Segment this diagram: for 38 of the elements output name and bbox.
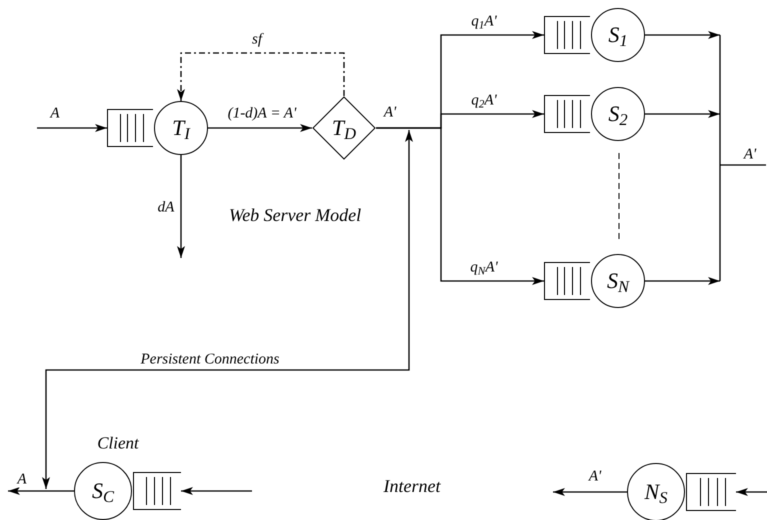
decision-diamond	[312, 96, 376, 160]
arrow	[376, 127, 544, 285]
edge-label: sf	[251, 32, 263, 48]
node-label: S$_{1}$	[608, 24, 628, 46]
node-label: T$_{D}$	[332, 117, 356, 139]
arrow	[177, 155, 185, 258]
queue-box	[686, 473, 736, 511]
edge-label: q$_{1}$A'	[470, 14, 498, 30]
edge-label: (1-d)A = A'	[226, 106, 298, 122]
arrow	[208, 124, 312, 132]
node-label: S$_{C}$	[92, 480, 114, 502]
text-label: A'	[744, 148, 756, 162]
arrow	[181, 487, 252, 495]
edge-label: q$_{2}$A'	[470, 94, 498, 108]
text-label: Web Server Model	[228, 206, 362, 224]
arrow	[645, 110, 720, 118]
arrow	[553, 488, 627, 496]
text-label: A'	[384, 106, 396, 120]
node-label: S$_{N}$	[606, 270, 629, 292]
queue-box	[133, 472, 181, 510]
queue-box	[544, 16, 590, 54]
arrow	[645, 31, 720, 39]
node-label: T$_{I}$	[172, 117, 190, 139]
arrow	[42, 130, 413, 489]
arrow	[645, 277, 720, 285]
node-label: N$_{S}$	[644, 481, 668, 503]
queue-box	[544, 95, 590, 133]
queue-box	[544, 262, 590, 300]
text-label: Internet	[384, 477, 440, 495]
arrow	[177, 52, 345, 101]
edge-label: q$_{N}$A'	[469, 260, 499, 276]
edge-label: A	[16, 472, 28, 488]
queue-box	[107, 109, 153, 147]
arrow	[8, 487, 74, 495]
arrow	[37, 124, 107, 132]
node-label: S$_{2}$	[608, 103, 628, 125]
arrow	[736, 488, 767, 496]
node-caption: Client	[97, 434, 139, 452]
